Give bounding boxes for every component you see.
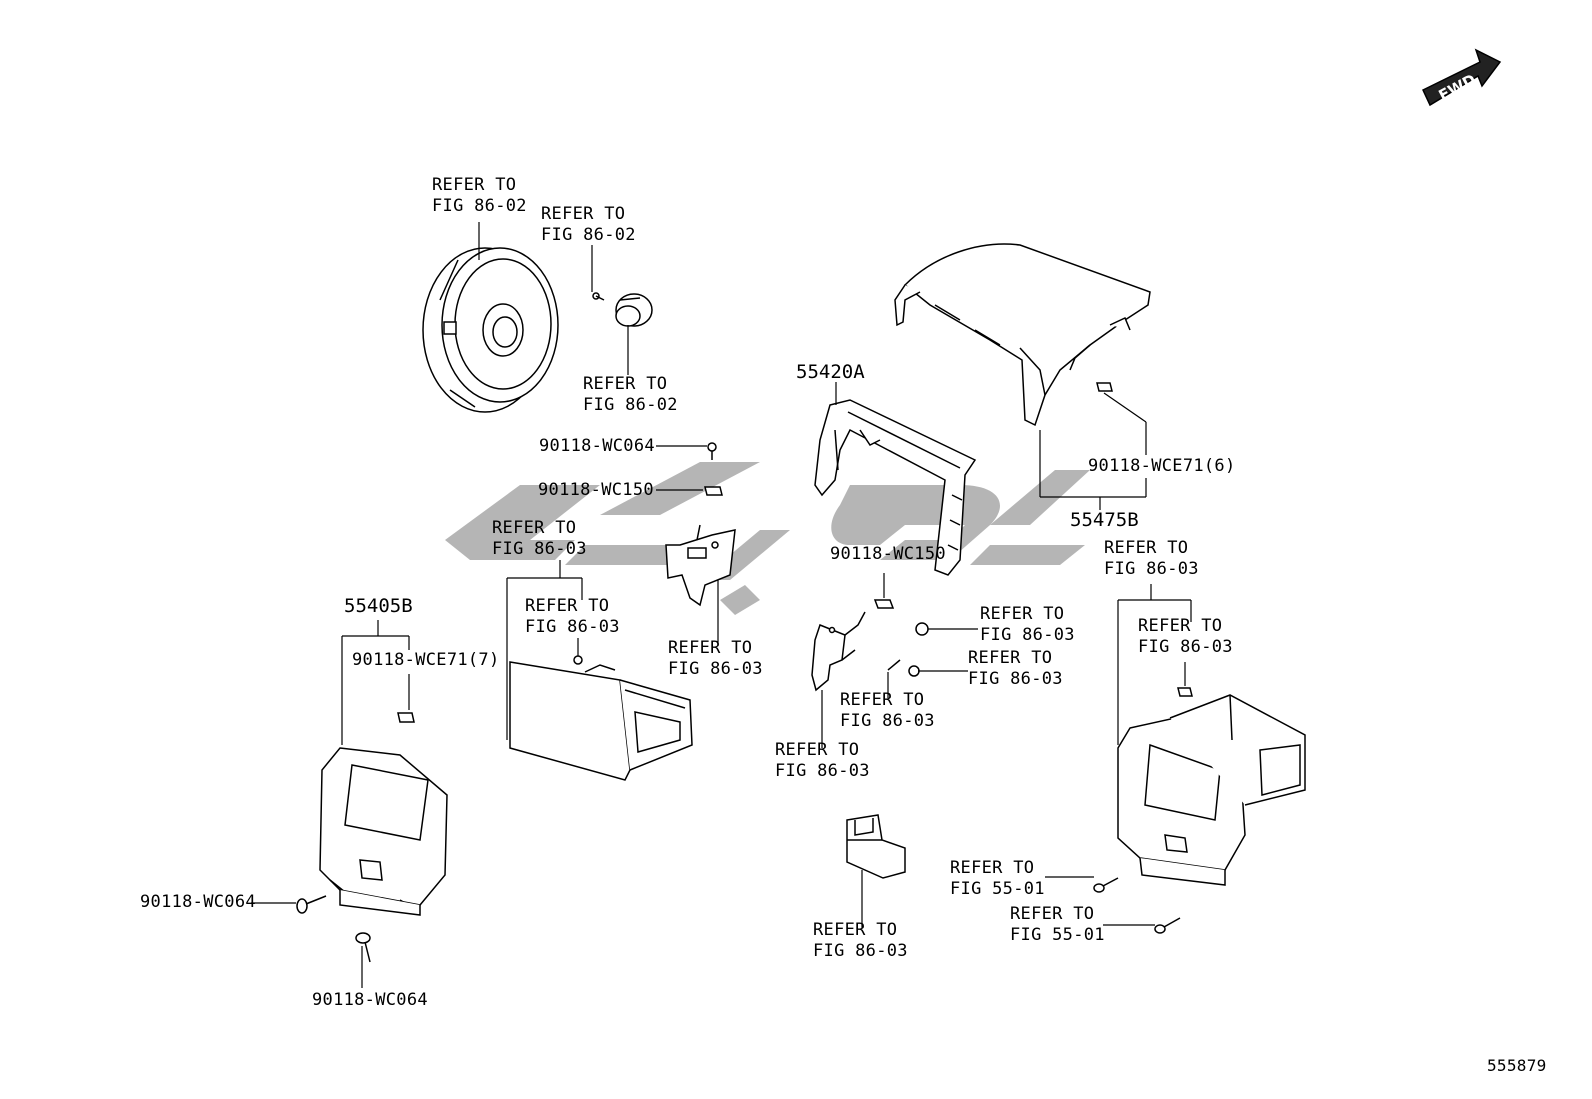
- label-refer-fig55-b: REFER TO FIG 55-01: [1010, 904, 1105, 945]
- clip-wc150-top: [704, 486, 723, 496]
- display-bracket-left: [665, 524, 736, 607]
- label-part-wc150-mid: 90118-WC150: [830, 544, 946, 564]
- clip-right-assembly: [1177, 687, 1193, 697]
- nut-mid: [887, 622, 929, 677]
- label-refer-bracket-mid: REFER TO FIG 86-03: [775, 740, 870, 781]
- clip-wce71-6: [1096, 382, 1113, 392]
- label-refer-bracket-left: REFER TO FIG 86-03: [668, 638, 763, 679]
- label-part-wc064-left: 90118-WC064: [140, 892, 256, 912]
- screw-fig55-b: [1154, 917, 1181, 934]
- lower-center-panel-right-assembly: [1117, 694, 1306, 886]
- speaker-unit: [422, 247, 559, 413]
- screw-fig55-a: [1093, 877, 1119, 893]
- watermark-logo: [445, 462, 1090, 615]
- label-part-wc064-bottom: 90118-WC064: [312, 990, 428, 1010]
- label-refer-bolt-top: REFER TO FIG 86-02: [541, 204, 636, 245]
- screw-wc064-top: [707, 442, 717, 460]
- screw-wc064-bottom: [355, 932, 371, 963]
- tweeter-screw: [592, 292, 605, 301]
- label-part-55405B: 55405B: [344, 595, 413, 617]
- label-refer-fig55-a: REFER TO FIG 55-01: [950, 858, 1045, 899]
- label-part-wce71-6: 90118-WCE71(6): [1088, 456, 1236, 476]
- tweeter-unit: [615, 293, 653, 327]
- label-part-wc064-top: 90118-WC064: [539, 436, 655, 456]
- label-refer-switch: REFER TO FIG 86-03: [813, 920, 908, 961]
- label-refer-display-clip: REFER TO FIG 86-03: [525, 596, 620, 637]
- label-refer-right-assy: REFER TO FIG 86-03: [1104, 538, 1199, 579]
- label-refer-tweeter: REFER TO FIG 86-02: [583, 374, 678, 415]
- upper-instrument-panel-cover: [894, 243, 1151, 427]
- clip-wce71-7: [397, 712, 415, 723]
- label-refer-clip-right: REFER TO FIG 86-03: [980, 604, 1075, 645]
- label-part-55475B: 55475B: [1070, 509, 1139, 531]
- label-part-55420A: 55420A: [796, 361, 865, 383]
- center-cluster-bezel: [814, 399, 977, 576]
- label-refer-display-unit: REFER TO FIG 86-03: [492, 518, 587, 559]
- label-refer-nut-mid: REFER TO FIG 86-03: [840, 690, 935, 731]
- label-refer-screw-mid: REFER TO FIG 86-03: [968, 648, 1063, 689]
- screw-wc064-left: [296, 895, 327, 914]
- clip-wc150-mid: [873, 599, 895, 609]
- label-part-wce71-7: 90118-WCE71(7): [352, 650, 500, 670]
- switch-assembly: [846, 814, 906, 879]
- lower-center-panel-left: [319, 747, 448, 916]
- leader-lines: [251, 222, 1192, 988]
- display-bracket-middle: [811, 611, 866, 692]
- forward-direction-arrow: FWD: [1422, 48, 1502, 107]
- label-refer-speaker: REFER TO FIG 86-02: [432, 175, 527, 216]
- label-part-wc150-top: 90118-WC150: [538, 480, 654, 500]
- label-refer-right-clip: REFER TO FIG 86-03: [1138, 616, 1233, 657]
- multimedia-display-unit: [509, 655, 693, 781]
- figure-number: 555879: [1487, 1056, 1547, 1075]
